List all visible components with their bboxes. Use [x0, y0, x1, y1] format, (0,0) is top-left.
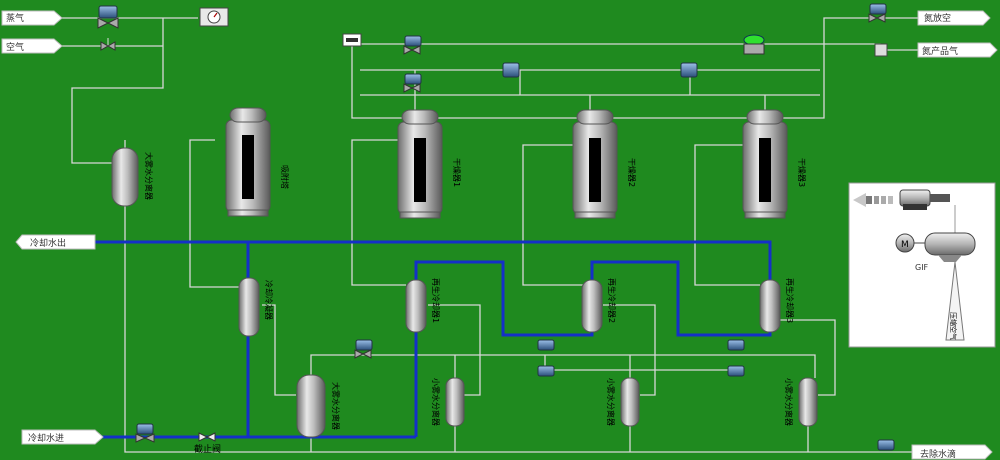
flow-meter-icon — [342, 33, 362, 47]
outlet-vent-label: 氮放空 — [924, 12, 951, 24]
absorber-tower[interactable]: 吸附塔 — [225, 107, 290, 217]
dryer-2-label: 干燥器2 — [627, 158, 636, 187]
regen-cooler-1[interactable]: 再生冷却器1 — [405, 278, 441, 333]
pressure-gauge-icon — [199, 7, 229, 27]
valve-mid-2[interactable] — [680, 62, 698, 78]
inlet-steam-label: 蒸气 — [6, 12, 24, 24]
valve-regen-2a[interactable] — [727, 339, 745, 351]
inlet-cooling-water-bottom-label: 冷却水进 — [28, 432, 64, 444]
regen-cooler-2[interactable]: 再生冷却器2 — [581, 278, 617, 333]
dryer-tower-3[interactable]: 干燥器3 — [742, 109, 806, 219]
valve-air[interactable] — [100, 38, 116, 51]
compressor-tank — [924, 232, 976, 262]
blower-icon — [899, 189, 950, 210]
outlet-product-label: 氮产品气 — [922, 45, 958, 57]
outlet-water-tag: 去除水滴 — [911, 444, 993, 460]
small-separator-2[interactable]: 小雾水分离器 — [606, 377, 640, 427]
regen-cooler-2-label: 再生冷却器2 — [607, 278, 617, 323]
small-separator-2-label: 小雾水分离器 — [606, 378, 616, 426]
valve-cooler-in[interactable] — [354, 339, 373, 359]
compressor-unit-label: GIF — [915, 263, 929, 272]
valve-mid-1[interactable] — [502, 62, 520, 78]
big-separator-bottom[interactable]: 大雾水分离器 — [296, 374, 341, 438]
valve-regen-2b[interactable] — [727, 365, 745, 377]
product-meter-icon — [874, 43, 888, 57]
cooler-label: 冷却冷凝器 — [264, 280, 274, 320]
dryer-3-label: 干燥器3 — [797, 158, 806, 187]
valve-vent[interactable] — [868, 3, 887, 23]
inlet-air-label: 空气 — [6, 41, 24, 53]
gas-pipes — [58, 17, 960, 453]
shutoff-valve-label: 截止阀 — [194, 443, 221, 455]
regen-cooler-1-label: 再生冷却器1 — [431, 278, 441, 323]
motor-label: M — [901, 240, 909, 250]
dryer-1-label: 干燥器1 — [452, 158, 461, 187]
regen-cooler-3-label: 再生冷却器3 — [785, 278, 795, 323]
big-separator-top-label: 大雾水分离器 — [144, 152, 154, 200]
valve-drain[interactable] — [877, 439, 895, 451]
valve-product-green[interactable] — [743, 34, 765, 55]
air-inlet-cone: 压缩空气 — [945, 261, 965, 341]
valve-top-1[interactable] — [403, 35, 422, 55]
regen-cooler-3[interactable]: 再生冷却器3 — [759, 278, 795, 333]
shutoff-valve[interactable]: 截止阀 — [194, 432, 221, 455]
cooler-vessel[interactable]: 冷却冷凝器 — [238, 277, 274, 337]
small-separator-3-label: 小雾水分离器 — [784, 378, 794, 426]
outlet-product-tag: 氮产品气 — [917, 42, 998, 58]
compressor-panel[interactable]: M GIF 压缩空气 — [848, 182, 996, 348]
big-separator-bottom-label: 大雾水分离器 — [331, 382, 341, 430]
valve-regen-1b[interactable] — [537, 365, 555, 377]
inlet-steam-tag: 蒸气 — [1, 10, 63, 26]
inlet-air-tag: 空气 — [1, 38, 63, 54]
motor-icon: M — [895, 233, 925, 253]
small-separator-3[interactable]: 小雾水分离器 — [784, 377, 818, 427]
outlet-water-label: 去除水滴 — [920, 448, 956, 460]
valve-top-2[interactable] — [403, 73, 422, 93]
small-separator-1-label: 小雾水分离器 — [431, 378, 441, 426]
air-inlet-label: 压缩空气 — [949, 312, 958, 340]
valve-regen-1a[interactable] — [537, 339, 555, 351]
dryer-tower-1[interactable]: 干燥器1 — [397, 109, 461, 219]
outlet-vent-tag: 氮放空 — [917, 10, 991, 26]
small-separator-1[interactable]: 小雾水分离器 — [431, 377, 465, 427]
absorber-label: 吸附塔 — [280, 165, 290, 189]
valve-steam[interactable] — [97, 5, 119, 29]
exhaust-arrow-icon — [853, 193, 893, 207]
inlet-cooling-water-top-tag: 冷却水出 — [15, 234, 96, 250]
dryer-tower-2[interactable]: 干燥器2 — [572, 109, 636, 219]
inlet-cooling-water-top-label: 冷却水出 — [30, 237, 66, 249]
inlet-cooling-water-bottom-tag: 冷却水进 — [21, 429, 104, 445]
big-separator-top[interactable]: 大雾水分离器 — [111, 147, 154, 207]
valve-water-in[interactable] — [135, 423, 155, 443]
control-valves[interactable] — [97, 3, 895, 451]
